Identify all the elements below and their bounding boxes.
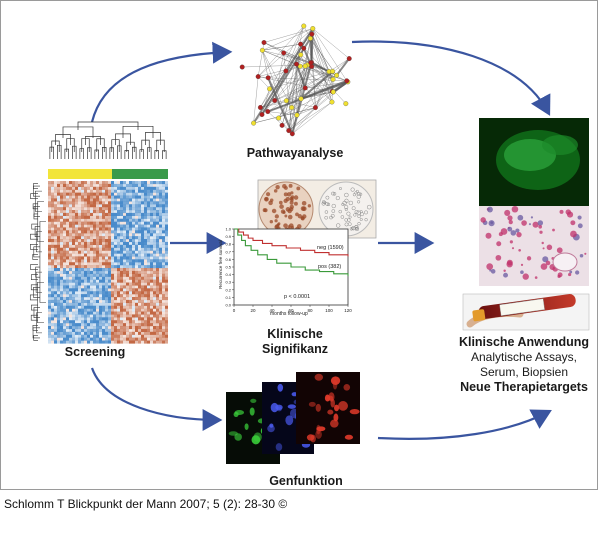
svg-text:100: 100 — [325, 308, 333, 313]
label-klinische: Klinische — [267, 327, 323, 341]
svg-text:0.4: 0.4 — [225, 272, 231, 277]
label-signifikanz: Signifikanz — [262, 342, 328, 356]
label-pathwayanalyse: Pathwayanalyse — [246, 146, 344, 160]
arrow-screening-to-pathway — [90, 41, 233, 123]
arrow-screening-to-genfunktion — [90, 367, 223, 431]
km-legend-neg: neg (1590) — [317, 245, 344, 251]
label-screening: Screening — [64, 345, 126, 359]
label-klinische-anwendung: Klinische Anwendung — [458, 335, 590, 349]
svg-text:1.0: 1.0 — [225, 227, 231, 232]
group-bar-green — [112, 169, 168, 179]
fluorescence-panels — [226, 372, 360, 464]
label-analytische-assays: Analytische Assays, — [470, 350, 578, 364]
svg-text:60: 60 — [288, 308, 294, 313]
kaplan-meier-plot: 0 20 40 60 80 100 120 0.0 0.1 0.2 0.3 0.4 0.5 0.6 0.7 0… — [225, 227, 352, 314]
svg-text:0.5: 0.5 — [225, 265, 231, 270]
svg-text:0.1: 0.1 — [225, 295, 231, 300]
label-genfunktion: Genfunktion — [269, 474, 343, 488]
svg-text:20: 20 — [250, 308, 256, 313]
expression-heatmap — [48, 181, 168, 344]
label-neue-therapietargets: Neue Therapietargets — [460, 380, 588, 394]
diagram-canvas: 0 20 40 60 80 100 120 0.0 0.1 0.2 0.3 0.4 0.5 0.6 0.7 0… — [29, 23, 590, 464]
svg-text:0.9: 0.9 — [225, 234, 231, 239]
svg-text:0.6: 0.6 — [225, 257, 231, 262]
km-pvalue: p < 0.0001 — [284, 294, 311, 300]
km-ylabel: Recurrence free survival — [217, 240, 223, 289]
dendrogram — [49, 121, 167, 159]
citation: Schlomm T Blickpunkt der Mann 2007; 5 (2… — [4, 497, 288, 511]
svg-text:0.0: 0.0 — [225, 303, 231, 308]
km-xlabel: months follow-up — [270, 311, 308, 317]
km-legend-pos: pos (382) — [318, 264, 342, 270]
pathway-network — [239, 23, 352, 137]
arrow-pathway-to-application — [351, 40, 551, 116]
svg-text:80: 80 — [307, 308, 313, 313]
svg-text:0.2: 0.2 — [225, 287, 231, 292]
svg-text:40: 40 — [269, 308, 275, 313]
svg-text:0.7: 0.7 — [225, 249, 231, 254]
row-dendrogram — [29, 183, 46, 341]
label-serum-biopsien: Serum, Biopsien — [479, 365, 569, 379]
arrow-genfunktion-to-application — [377, 409, 552, 440]
svg-text:0.8: 0.8 — [225, 242, 231, 247]
svg-text:0: 0 — [233, 308, 236, 313]
svg-text:120: 120 — [344, 308, 352, 313]
tissue-microarray-images — [257, 179, 377, 239]
clinical-images — [462, 118, 590, 331]
group-bar-yellow — [48, 169, 112, 179]
svg-text:0.3: 0.3 — [225, 280, 231, 285]
